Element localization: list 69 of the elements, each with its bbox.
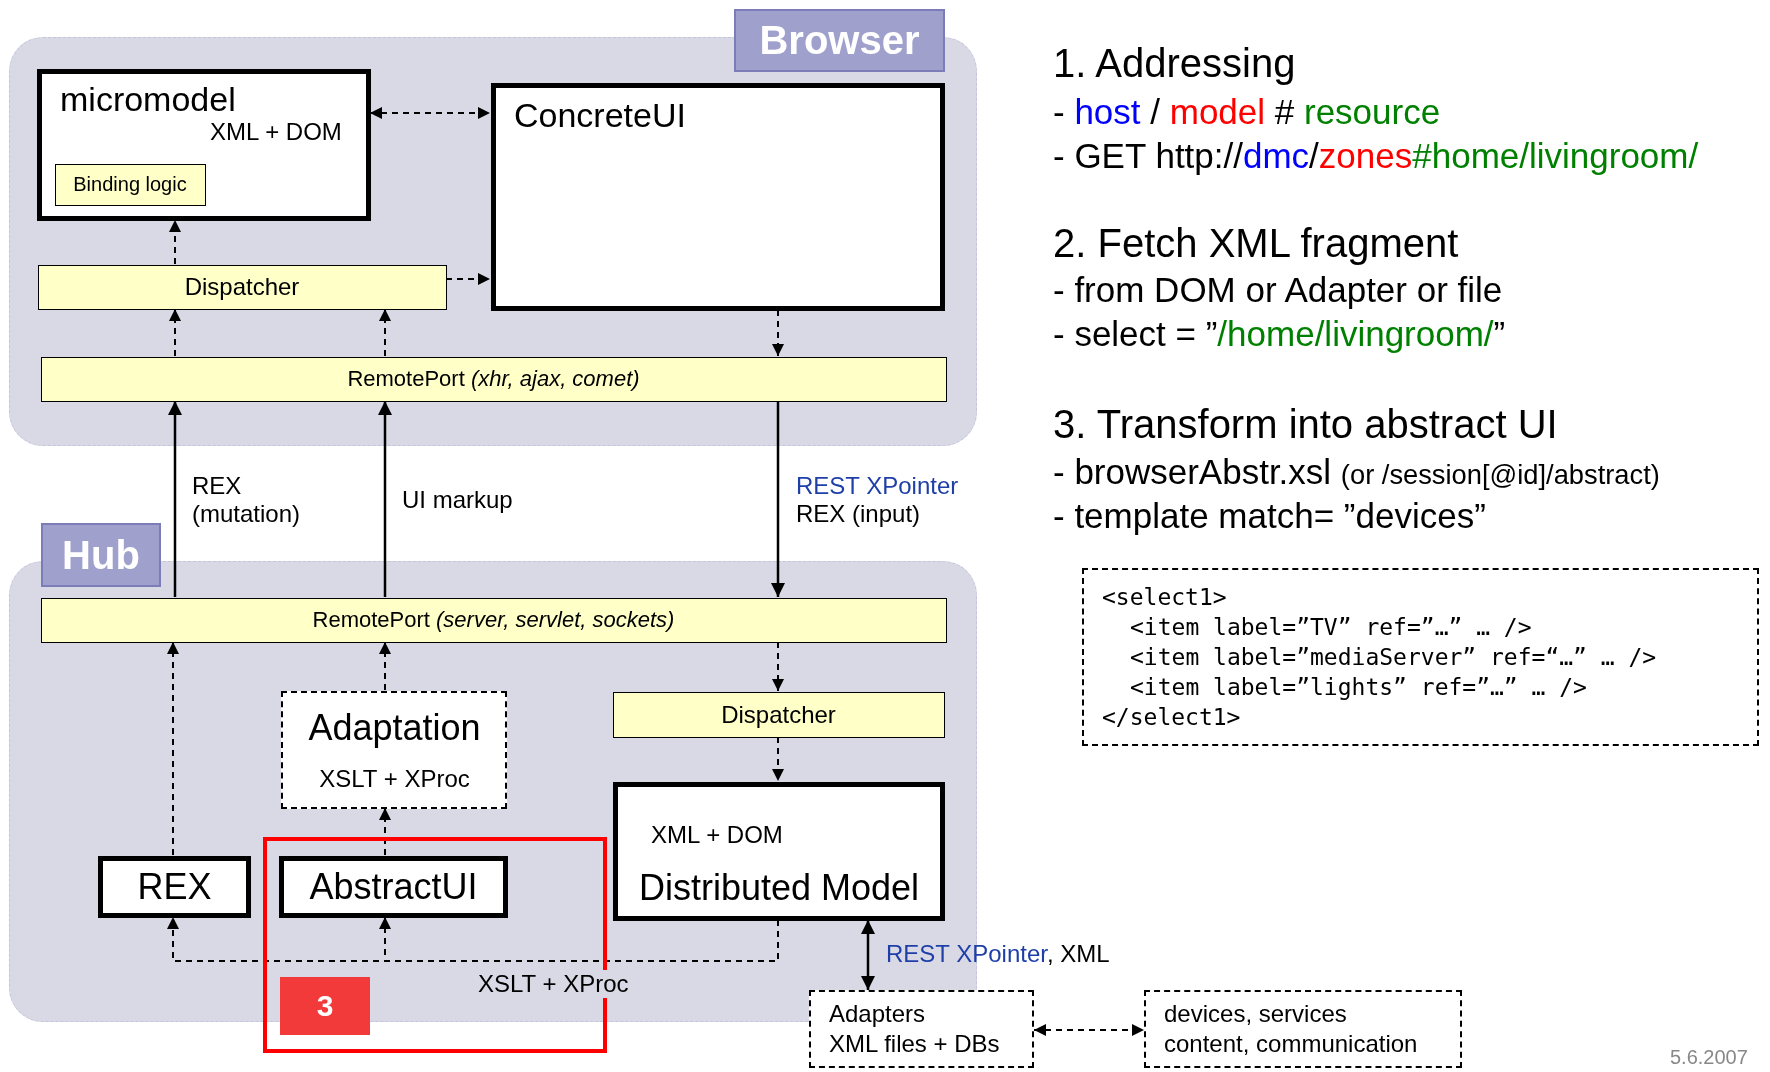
node-text: XML + DOM	[210, 118, 342, 146]
bullet-text: - select = ”/home/livingroom/”	[1053, 314, 1506, 355]
arrow	[1033, 1024, 1145, 1036]
node-title: Adaptation	[307, 707, 482, 749]
component-box	[491, 83, 945, 311]
node-text: Adapters	[829, 1000, 926, 1028]
arrow	[445, 273, 491, 285]
component-bar	[38, 265, 447, 310]
component-bar	[613, 692, 945, 738]
node-title: Binding logic	[72, 172, 188, 197]
arrow	[772, 309, 784, 357]
arrow	[772, 641, 784, 692]
arrow	[379, 916, 779, 962]
arrow	[861, 920, 875, 990]
arrow	[168, 401, 182, 597]
node-text: content, communication	[1164, 1030, 1418, 1058]
code-line: <item label=”TV” ref=”…” … />	[1130, 614, 1532, 641]
step-badge: 3	[280, 977, 370, 1035]
node-title: Dispatcher	[720, 700, 837, 730]
arrow	[369, 107, 491, 119]
code-line: <select1>	[1102, 584, 1227, 611]
arrow	[772, 736, 784, 782]
bullet-text: - host / model # resource	[1053, 92, 1441, 133]
arrow	[771, 401, 785, 597]
bullet-text: - template match= ”devices”	[1053, 496, 1486, 537]
arrow	[169, 219, 181, 265]
bullet-text: - browserAbstr.xsl (or /session[@id]/abstract)	[1053, 452, 1660, 493]
bullet-text: - from DOM or Adapter or file	[1053, 270, 1503, 311]
node-title: Distributed Model	[637, 867, 921, 909]
component-bar	[41, 357, 947, 402]
dashed-box	[809, 990, 1034, 1068]
component-box	[613, 782, 945, 921]
dashed-box	[281, 691, 507, 809]
date-text: 5.6.2007	[1670, 1046, 1748, 1069]
heading-text: 2. Fetch XML fragment	[1053, 220, 1459, 266]
panel-title: Hub	[41, 523, 161, 587]
arrow	[379, 807, 391, 856]
component-box	[279, 856, 508, 918]
node-text: XML + DOM	[651, 821, 783, 849]
component-bar	[55, 164, 206, 206]
arrow	[378, 401, 392, 597]
component-box	[37, 69, 371, 221]
node-title: REX	[136, 865, 213, 909]
node-text: XML files + DBs	[829, 1030, 1000, 1058]
arrow	[169, 308, 181, 357]
node-text: devices, services	[1164, 1000, 1347, 1028]
heading-text: 1. Addressing	[1053, 40, 1296, 86]
node-title: Dispatcher	[183, 272, 301, 302]
code-line: </select1>	[1102, 704, 1241, 731]
panel-title: Browser	[734, 9, 945, 72]
heading-text: 3. Transform into abstract UI	[1053, 401, 1558, 447]
arrow	[167, 641, 179, 856]
node-title: micromodel	[60, 80, 236, 120]
arrow	[379, 308, 391, 357]
arrow	[379, 641, 391, 691]
component-bar	[41, 598, 947, 643]
component-box	[98, 856, 251, 918]
node-title: RemotePort (xhr, ajax, comet)	[346, 365, 641, 393]
node-title: ConcreteUI	[514, 96, 686, 136]
bullet-text: - GET http://dmc/zones#home/livingroom/	[1053, 136, 1699, 177]
code-box	[1082, 568, 1759, 746]
edge-label: REST XPointer, XML	[886, 940, 1110, 968]
dashed-box	[1144, 990, 1462, 1068]
edge-label: XSLT + XProc	[478, 970, 629, 998]
node-title: AbstractUI	[308, 865, 479, 909]
node-title: RemotePort (server, servlet, sockets)	[311, 606, 676, 634]
code-line: <item label=”lights” ref=”…” … />	[1130, 674, 1587, 701]
code-line: <item label=”mediaServer” ref=“…” … />	[1130, 644, 1657, 671]
node-text: XSLT + XProc	[318, 765, 471, 793]
